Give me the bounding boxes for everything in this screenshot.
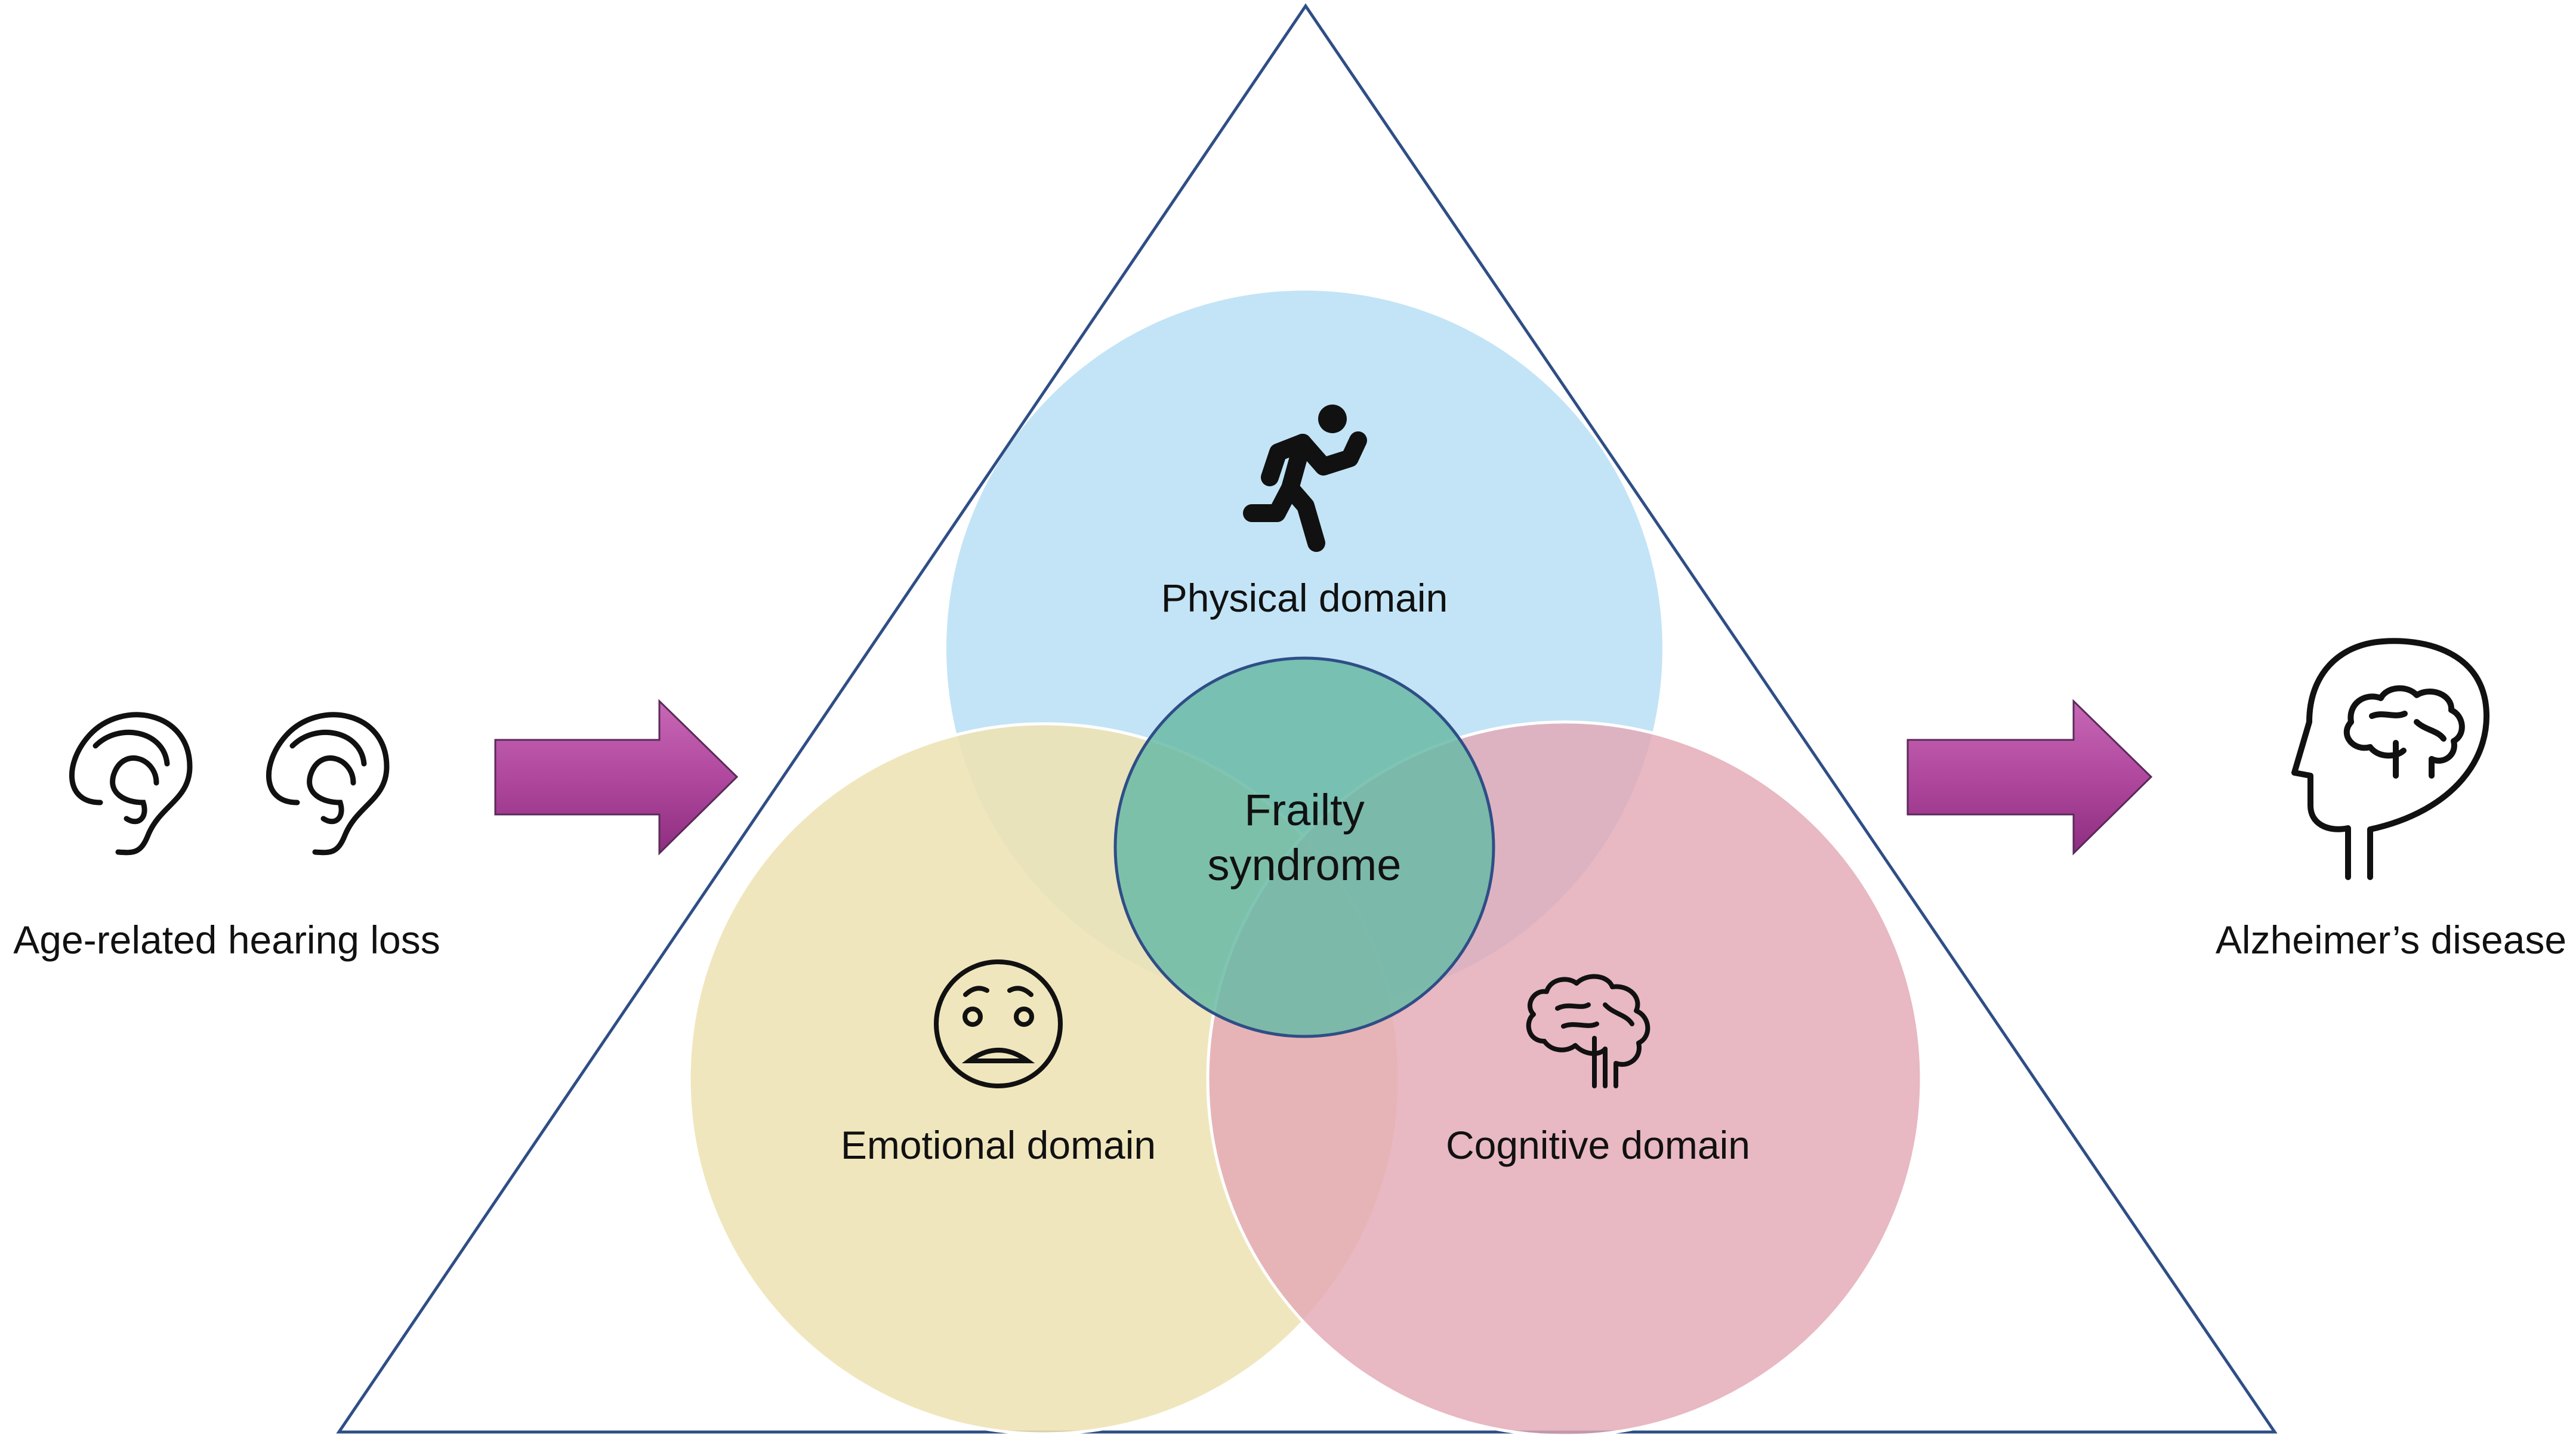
worried-face-icon xyxy=(934,959,1063,1088)
emotional-domain-label: Emotional domain xyxy=(841,1123,1156,1167)
hearing-loss-label: Age-related hearing loss xyxy=(13,918,440,962)
frailty-label-line1: Frailty xyxy=(1244,785,1364,835)
frailty-label-line2: syndrome xyxy=(1208,840,1402,890)
alzheimers-label: Alzheimer’s disease xyxy=(2216,918,2566,962)
cognitive-domain-label: Cognitive domain xyxy=(1446,1123,1750,1167)
arrow-right xyxy=(1906,699,2153,856)
brain-icon xyxy=(1526,974,1651,1088)
frailty-syndrome-circle xyxy=(1113,656,1495,1038)
head-brain-icon xyxy=(2291,638,2489,880)
ear-icon xyxy=(69,712,193,856)
running-person-icon xyxy=(1243,405,1367,552)
ear-icon xyxy=(266,712,390,856)
triangle-frame xyxy=(336,3,2278,1434)
physical-domain-label: Physical domain xyxy=(1161,576,1448,620)
arrow-left xyxy=(494,699,739,856)
